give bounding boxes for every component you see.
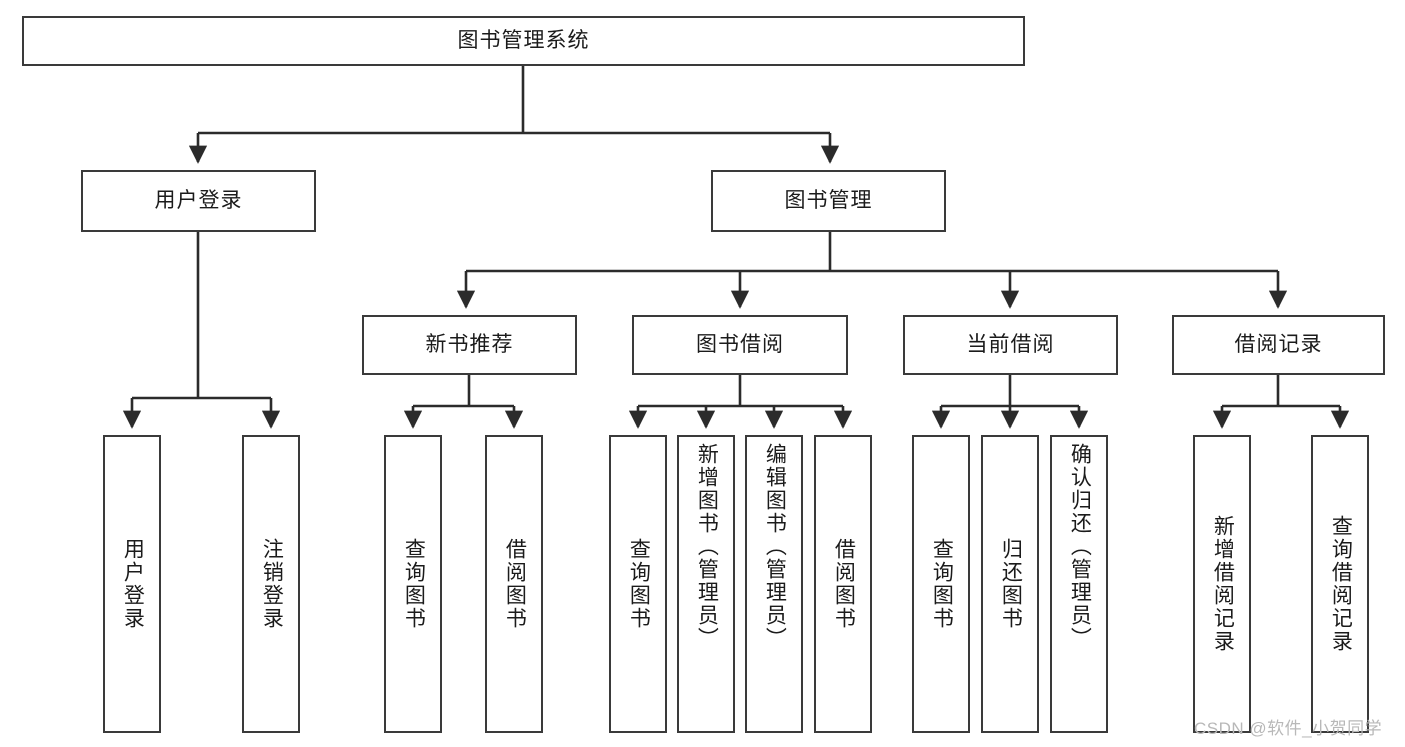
node-label: 借阅记录	[1234, 332, 1323, 356]
node-leaf-query-record[interactable]: 查询借阅记录	[1311, 435, 1369, 733]
node-leaf-add-book[interactable]: 新增图书（管理员）	[677, 435, 735, 733]
node-label: 确认归还（管理员）	[1068, 443, 1092, 650]
watermark-text: CSDN @软件_小贺同学	[1194, 719, 1383, 738]
node-leaf-query-book-2[interactable]: 查询图书	[609, 435, 667, 733]
node-label: 归还图书	[999, 538, 1023, 630]
node-label: 编辑图书（管理员）	[763, 443, 787, 650]
node-leaf-borrow-book-1[interactable]: 借阅图书	[485, 435, 543, 733]
node-leaf-query-book-3[interactable]: 查询图书	[912, 435, 970, 733]
node-new-book-recommend[interactable]: 新书推荐	[362, 315, 577, 375]
node-leaf-borrow-book-2[interactable]: 借阅图书	[814, 435, 872, 733]
node-label: 注销登录	[260, 538, 284, 630]
node-leaf-edit-book[interactable]: 编辑图书（管理员）	[745, 435, 803, 733]
node-user-login[interactable]: 用户登录	[81, 170, 316, 232]
node-label: 查询图书	[930, 538, 954, 630]
node-borrow-record[interactable]: 借阅记录	[1172, 315, 1385, 375]
node-label: 当前借阅	[966, 332, 1055, 356]
node-label: 借阅图书	[503, 538, 527, 630]
node-leaf-add-record[interactable]: 新增借阅记录	[1193, 435, 1251, 733]
node-label: 图书借阅	[696, 332, 784, 356]
node-book-borrow[interactable]: 图书借阅	[632, 315, 848, 375]
node-leaf-logout-login[interactable]: 注销登录	[242, 435, 300, 733]
node-label: 查询图书	[402, 538, 426, 630]
node-leaf-return-book[interactable]: 归还图书	[981, 435, 1039, 733]
node-label: 新增借阅记录	[1211, 515, 1235, 653]
node-label: 新增图书（管理员）	[695, 443, 719, 650]
node-current-borrow[interactable]: 当前借阅	[903, 315, 1118, 375]
node-label: 图书管理系统	[457, 28, 590, 52]
node-label: 图书管理	[784, 188, 873, 212]
node-label: 新书推荐	[425, 332, 514, 356]
node-leaf-user-login[interactable]: 用户登录	[103, 435, 161, 733]
node-label: 查询借阅记录	[1329, 515, 1353, 653]
node-label: 借阅图书	[832, 538, 856, 630]
node-leaf-confirm-return[interactable]: 确认归还（管理员）	[1050, 435, 1108, 733]
node-label: 用户登录	[121, 538, 145, 630]
node-label: 用户登录	[154, 188, 243, 212]
node-leaf-query-book-1[interactable]: 查询图书	[384, 435, 442, 733]
node-root-book-management-system[interactable]: 图书管理系统	[22, 16, 1025, 66]
node-label: 查询图书	[627, 538, 651, 630]
node-book-management[interactable]: 图书管理	[711, 170, 946, 232]
